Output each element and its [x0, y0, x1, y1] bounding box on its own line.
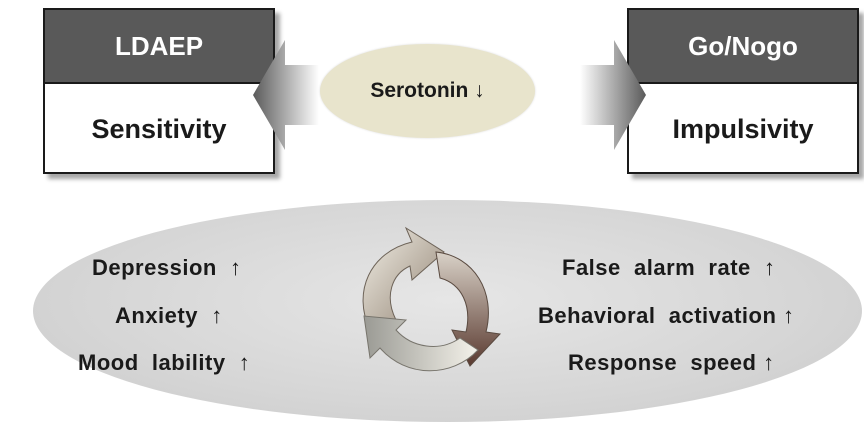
factor-anxiety: Anxiety ↑	[115, 303, 223, 328]
impulsivity-label: Impulsivity	[672, 113, 814, 144]
factor-behavioral-activation: Behavioral activation ↑	[538, 303, 795, 328]
ldaep-box: LDAEP Sensitivity	[43, 8, 275, 174]
factor-false-alarm-rate: False alarm rate ↑	[562, 255, 776, 280]
gonogo-box: Go/Nogo Impulsivity	[627, 8, 859, 174]
serotonin-ellipse: Serotonin ↓	[320, 44, 535, 138]
factor-depression: Depression ↑	[92, 255, 242, 280]
left-arrow-icon	[253, 40, 319, 150]
outcome-ellipse	[33, 200, 862, 422]
gonogo-header: Go/Nogo	[629, 10, 857, 84]
factor-response-speed: Response speed ↑	[568, 350, 775, 375]
sensitivity-label: Sensitivity	[91, 113, 227, 144]
ldaep-header: LDAEP	[45, 10, 273, 84]
right-arrow-icon	[580, 40, 646, 150]
serotonin-label: Serotonin ↓	[370, 79, 485, 102]
factor-mood-lability: Mood lability ↑	[78, 350, 251, 375]
recycle-cycle-icon	[362, 226, 502, 372]
